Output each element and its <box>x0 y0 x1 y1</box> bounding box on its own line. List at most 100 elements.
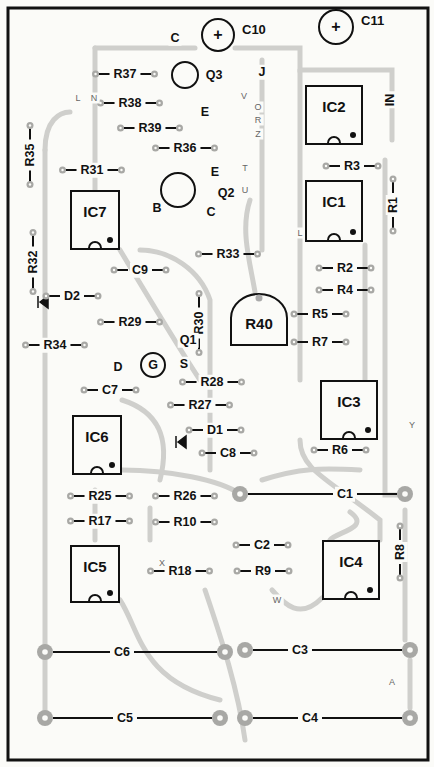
ic-package: IC7 <box>70 190 120 250</box>
ic-label: IC6 <box>85 429 108 444</box>
pad-hole <box>256 253 258 255</box>
transistor-symbol <box>141 353 165 377</box>
pin1-marker <box>72 192 118 248</box>
pad-hole <box>198 292 200 294</box>
solder-pad <box>402 710 418 726</box>
ic-label: IC4 <box>339 554 362 569</box>
part-label: R6 <box>330 443 350 458</box>
pad-hole <box>407 715 413 721</box>
component-lead <box>399 564 401 575</box>
solder-pad <box>390 227 397 234</box>
component-lead <box>195 570 206 572</box>
test-point: T <box>240 163 250 174</box>
pad-hole <box>94 73 96 75</box>
pad-hole <box>318 267 320 269</box>
component-lead <box>140 73 151 75</box>
trace <box>408 660 413 708</box>
component-lead <box>107 169 118 171</box>
component-lead <box>159 147 170 149</box>
component-lead <box>322 267 333 269</box>
solder-pad <box>284 542 291 549</box>
solder-pad <box>397 574 404 581</box>
polarity-mark: + <box>331 19 340 35</box>
trace <box>363 245 368 380</box>
pad-hole <box>135 389 137 391</box>
part-label: R1 <box>386 195 401 215</box>
solder-pad <box>94 293 101 300</box>
solder-pad <box>237 710 253 726</box>
pin1-dot <box>109 462 115 468</box>
component-lead <box>99 73 110 75</box>
component-lead <box>322 717 402 719</box>
solder-pad <box>27 122 34 129</box>
test-point: R <box>253 115 264 126</box>
component-lead <box>392 217 394 228</box>
part-label: IN <box>383 92 398 109</box>
solder-pad <box>211 519 218 526</box>
component-lead <box>322 289 333 291</box>
component-lead <box>53 717 113 719</box>
solder-pad <box>291 311 298 318</box>
pad-hole <box>42 649 48 655</box>
solder-pad <box>196 349 203 356</box>
ic-label: IC1 <box>322 194 345 209</box>
pin1-dot <box>367 587 373 593</box>
component-lead <box>165 127 176 129</box>
pad-hole <box>113 269 115 271</box>
component-lead <box>115 520 126 522</box>
component-lead <box>200 147 211 149</box>
solder-pad <box>30 288 37 295</box>
pad-hole <box>149 570 151 572</box>
pad-hole <box>399 577 401 579</box>
notch <box>89 242 101 248</box>
component-lead <box>357 289 368 291</box>
component-lead <box>122 389 133 391</box>
solder-pad <box>342 311 349 318</box>
pad-hole <box>293 341 295 343</box>
trace <box>385 160 405 495</box>
test-point: X <box>157 558 167 569</box>
solder-pad <box>43 293 50 300</box>
solder-pad <box>67 518 74 525</box>
component-lead <box>332 341 343 343</box>
pad-hole <box>213 147 215 149</box>
part-label: R5 <box>310 307 330 322</box>
solder-pad <box>179 379 186 386</box>
trace <box>330 512 357 540</box>
component-lead <box>117 269 128 271</box>
pad-hole <box>198 351 200 353</box>
solder-pad <box>167 402 174 409</box>
pad-hole <box>97 295 99 297</box>
part-label: Q1 <box>178 333 199 348</box>
component-lead <box>154 570 165 572</box>
part-label: R10 <box>172 515 199 530</box>
pad-hole <box>42 715 48 721</box>
solder-pad <box>195 251 202 258</box>
trace <box>246 200 255 292</box>
trace <box>300 440 380 540</box>
solder-pad <box>211 493 218 500</box>
solder-pad <box>237 642 253 658</box>
pad-hole <box>45 295 47 297</box>
component-lead <box>243 253 254 255</box>
notch <box>343 432 355 438</box>
pad-hole <box>61 169 63 171</box>
part-label: C6 <box>112 645 132 660</box>
part-label: R33 <box>215 247 242 262</box>
solder-pad <box>81 342 88 349</box>
component-lead <box>29 344 40 346</box>
pad-hole <box>213 521 215 523</box>
solder-pad <box>196 290 203 297</box>
part-label: R26 <box>172 489 199 504</box>
diode-symbol <box>176 436 186 448</box>
pad-hole <box>29 124 31 126</box>
solder-pad <box>27 181 34 188</box>
part-label: R2 <box>335 261 355 276</box>
solder-pad <box>367 287 374 294</box>
component-lead <box>202 253 213 255</box>
solder-pad <box>254 251 261 258</box>
component-lead <box>253 649 288 651</box>
component-lead <box>66 169 77 171</box>
transistor-symbol <box>172 62 198 88</box>
solder-pad <box>126 518 133 525</box>
